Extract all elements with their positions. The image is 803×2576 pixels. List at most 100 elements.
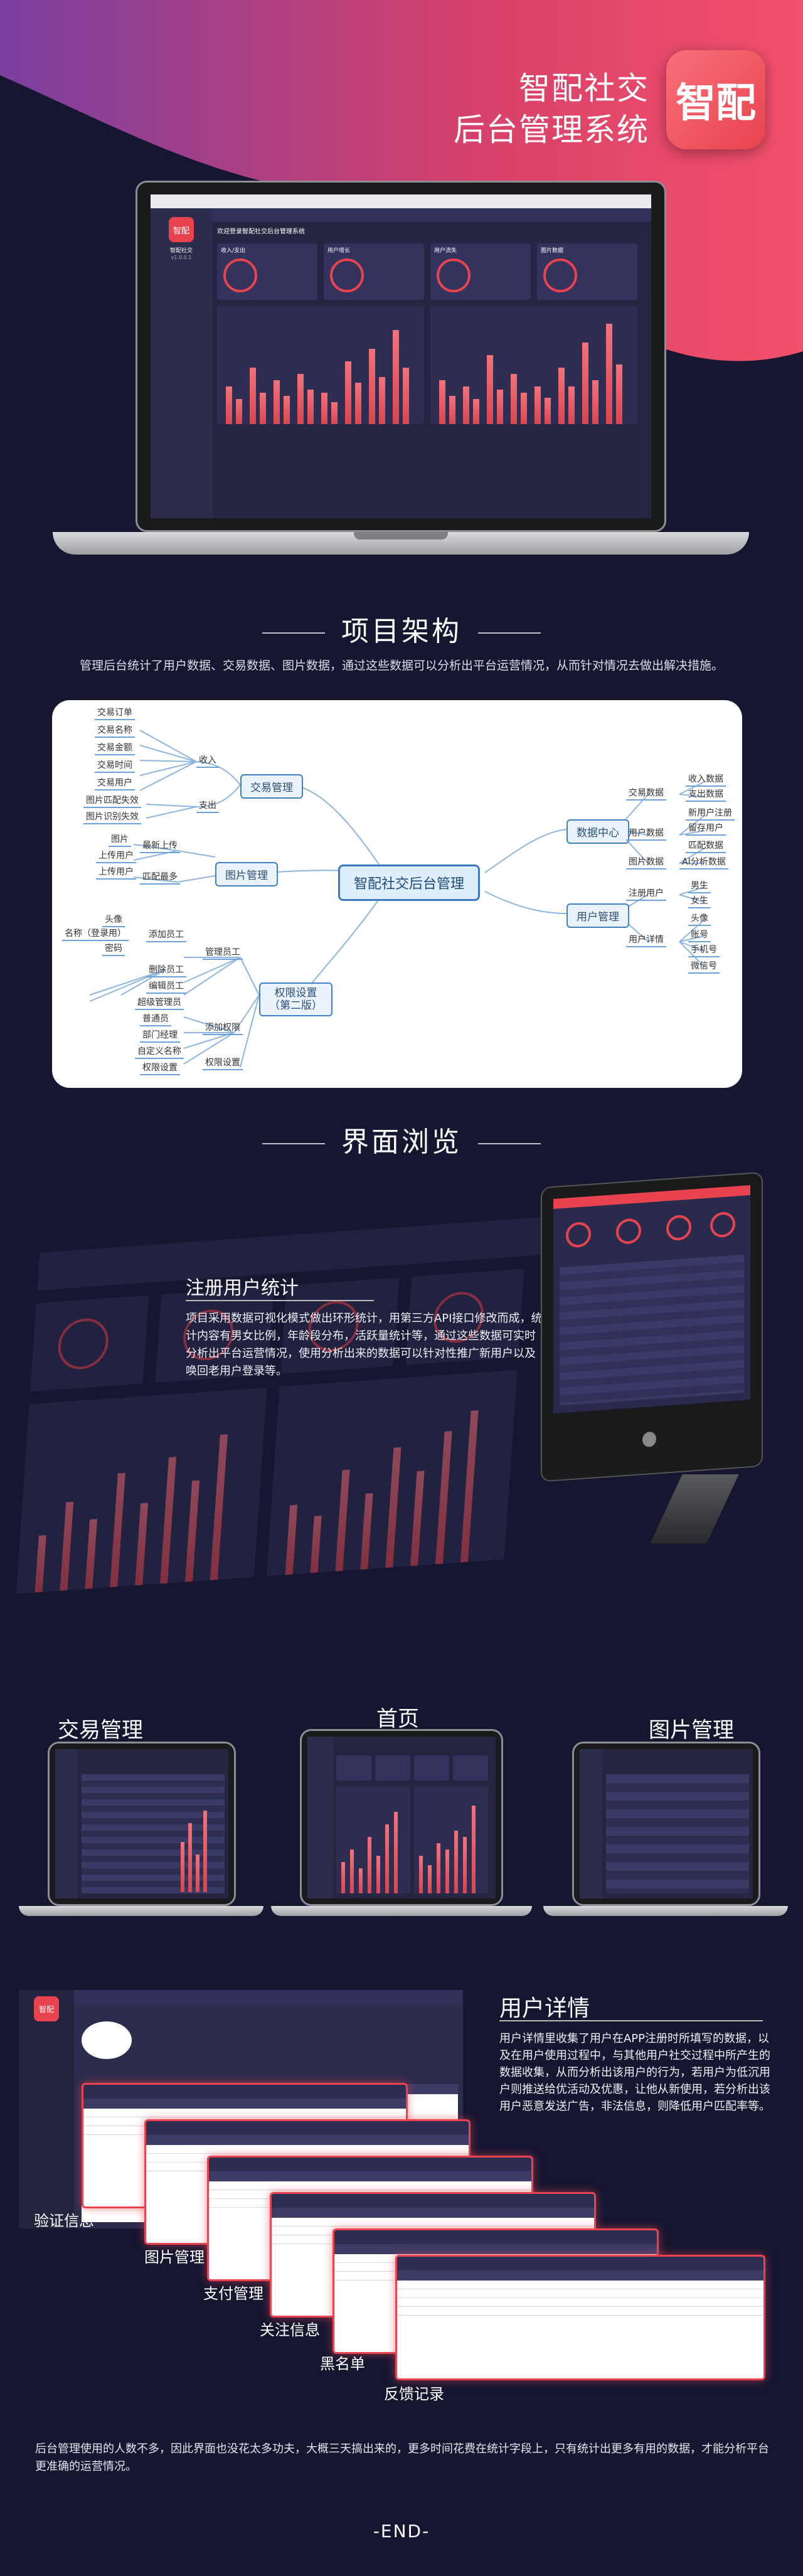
ud-topbar bbox=[74, 1990, 463, 2005]
imac-screen bbox=[553, 1185, 750, 1413]
node-expense: 支出 bbox=[196, 799, 219, 813]
node-edit-staff: 编辑员工 bbox=[146, 980, 186, 994]
dash-card-churn: 用户流失 bbox=[430, 243, 531, 300]
laptop-screen: 智配 智配社交 v1.0.0.1 欢迎登录智配社交后台管理系统 收入/支出 用户… bbox=[151, 194, 651, 518]
dash-app-name: 智配社交 bbox=[169, 248, 193, 254]
node-match-data: 匹配数据 bbox=[686, 839, 726, 853]
node-image-data: 图片数据 bbox=[626, 856, 666, 870]
register-stats-title: 注册用户统计 bbox=[186, 1277, 299, 1299]
home-card-4 bbox=[453, 1755, 488, 1780]
user-detail-underline bbox=[499, 2020, 763, 2021]
dash-version: v1.0.0.1 bbox=[171, 255, 192, 260]
dash-sidebar bbox=[307, 1737, 332, 1898]
home-chart-left bbox=[336, 1787, 410, 1893]
node-permission-set: 权限设置 bbox=[203, 1056, 243, 1070]
node-user-management: 用户管理 bbox=[566, 903, 629, 928]
laptop-screen bbox=[55, 1749, 228, 1898]
browse-heading: 界面浏览 bbox=[0, 1119, 803, 1159]
node-delete-staff: 删除员工 bbox=[146, 964, 186, 977]
churn-ring bbox=[437, 258, 471, 292]
node-retained-user: 留存用户 bbox=[686, 822, 726, 836]
laptop-screen bbox=[307, 1737, 496, 1898]
dash-card-income: 收入/支出 bbox=[217, 243, 317, 300]
image-ring bbox=[543, 258, 577, 292]
node-registered-users: 注册用户 bbox=[626, 887, 666, 901]
node-permission-set-leaf: 权限设置 bbox=[140, 1062, 180, 1075]
architecture-mindmap: 智配社交后台管理 交易管理 收入 支出 交易订单 交易名称 交易金额 交易时间 … bbox=[52, 700, 742, 1088]
panel-feedback bbox=[395, 2255, 765, 2380]
heading-line-right bbox=[478, 1143, 541, 1144]
laptop-base bbox=[271, 1906, 532, 1916]
laptop-base bbox=[543, 1906, 788, 1916]
imac-ring-3 bbox=[666, 1214, 691, 1242]
image-table bbox=[606, 1774, 749, 1893]
node-trade-management: 交易管理 bbox=[240, 774, 303, 799]
hero-laptop: 智配 智配社交 v1.0.0.1 欢迎登录智配社交后台管理系统 收入/支出 用户… bbox=[53, 181, 749, 565]
hero-title-line1: 智配社交 bbox=[519, 70, 649, 107]
dash-logo-icon: 智配 bbox=[169, 217, 194, 242]
trade-mgmt-label: 交易管理 bbox=[58, 1718, 143, 1743]
node-add-permission: 添加权限 bbox=[203, 1021, 243, 1035]
dash-card-growth-label: 用户增长 bbox=[327, 248, 351, 254]
node-permission-settings: 权限设置 （第二版） bbox=[259, 982, 332, 1016]
node-custom-name: 自定义名称 bbox=[135, 1045, 184, 1059]
node-permission-line2: （第二版） bbox=[269, 999, 322, 1012]
laptop-notch bbox=[354, 532, 448, 540]
dash-card-growth: 用户增长 bbox=[324, 243, 424, 300]
node-image-management: 图片管理 bbox=[215, 862, 278, 886]
node-wechat: 微信号 bbox=[688, 960, 720, 974]
node-dept-manager: 部门经理 bbox=[140, 1029, 180, 1043]
node-avatar: 头像 bbox=[102, 913, 125, 927]
label-verification: 验证信息 bbox=[34, 2212, 94, 2230]
dash-sidebar bbox=[580, 1749, 602, 1898]
dash-welcome: 欢迎登录智配社交后台管理系统 bbox=[217, 228, 305, 235]
dash-chart-right bbox=[430, 306, 637, 424]
node-trade-order: 交易订单 bbox=[95, 706, 135, 720]
end-marker: -END- bbox=[373, 2521, 430, 2541]
label-payment-management: 支付管理 bbox=[203, 2285, 263, 2302]
imac-ring-4 bbox=[710, 1211, 735, 1238]
tilted-chart-right bbox=[266, 1370, 518, 1577]
node-normal-staff: 普通员 bbox=[140, 1013, 171, 1026]
node-add-staff: 添加员工 bbox=[146, 929, 186, 942]
ud-logo-icon: 智配 bbox=[34, 1996, 59, 2021]
node-image: 图片 bbox=[109, 833, 131, 847]
dash-chart-left bbox=[217, 306, 424, 424]
tilted-card-1 bbox=[29, 1295, 149, 1392]
register-stats-underline bbox=[186, 1300, 374, 1301]
ud-avatar bbox=[82, 2021, 132, 2059]
dash-sidebar: 智配 智配社交 v1.0.0.1 bbox=[151, 208, 212, 518]
dash-sidebar bbox=[55, 1749, 78, 1898]
label-feedback: 反馈记录 bbox=[384, 2385, 444, 2403]
node-data-center: 数据中心 bbox=[566, 819, 629, 844]
footer-note: 后台管理使用的人数不多，因此界面也没花太多功夫，大概三天搞出来的，更多时间花费在… bbox=[35, 2442, 769, 2473]
laptop-home bbox=[271, 1729, 532, 1917]
node-latest-upload: 最新上传 bbox=[140, 839, 180, 853]
user-detail-description: 用户详情里收集了用户在APP注册时所填写的数据，以及在用户使用过程中，与其他用户… bbox=[499, 2032, 770, 2113]
node-user-data: 用户数据 bbox=[626, 827, 666, 841]
architecture-heading: 项目架构 bbox=[0, 609, 803, 649]
growth-ring bbox=[330, 258, 364, 292]
node-upload-user-1: 上传用户 bbox=[96, 849, 136, 863]
node-trade-data: 交易数据 bbox=[626, 787, 666, 801]
imac-table bbox=[560, 1254, 744, 1406]
node-trade-user: 交易用户 bbox=[95, 777, 135, 790]
hero-section: 智配社交 后台管理系统 智配 智配 智配社交 v1.0.0.1 欢迎登录智配社交… bbox=[0, 0, 803, 565]
node-most-matched: 匹配最多 bbox=[140, 871, 180, 885]
node-image-recognize-fail: 图片识别失效 bbox=[83, 811, 141, 824]
node-image-match-fail: 图片匹配失效 bbox=[83, 794, 141, 808]
heading-line-left bbox=[262, 632, 325, 634]
image-mgmt-label: 图片管理 bbox=[649, 1718, 734, 1743]
node-male: 男生 bbox=[688, 880, 711, 893]
node-upload-user-2: 上传用户 bbox=[96, 866, 136, 880]
dash-card-image-label: 图片数据 bbox=[541, 248, 564, 254]
home-card-3 bbox=[414, 1755, 449, 1780]
user-detail-title: 用户详情 bbox=[499, 1996, 590, 2021]
node-new-user-reg: 新用户注册 bbox=[686, 807, 735, 821]
hero-title: 智配社交 后台管理系统 bbox=[454, 68, 649, 151]
imac-ring-2 bbox=[616, 1218, 641, 1245]
home-label: 首页 bbox=[376, 1706, 419, 1732]
architecture-description: 管理后台统计了用户数据、交易数据、图片数据，通过这些数据可以分析出平台运营情况，… bbox=[79, 659, 723, 673]
node-login-name: 名称（登录用） bbox=[62, 927, 129, 941]
node-expense-data: 支出数据 bbox=[686, 788, 726, 802]
